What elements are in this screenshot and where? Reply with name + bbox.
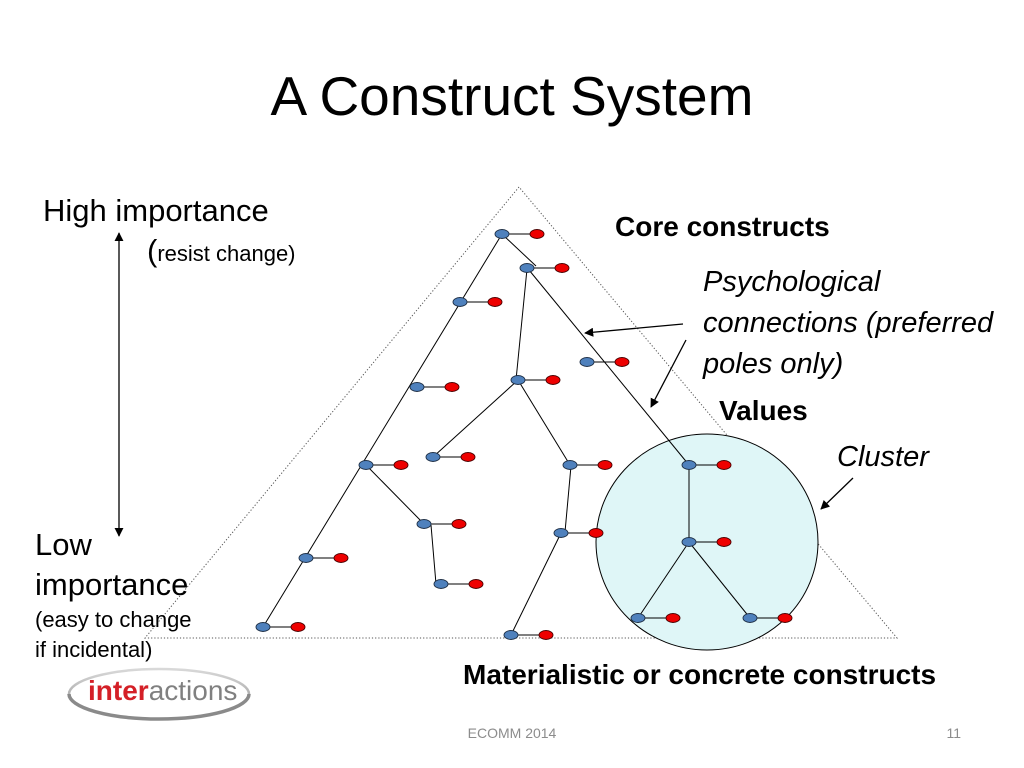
- logo-actions-text: actions: [148, 675, 238, 706]
- construct-node: [510, 375, 561, 385]
- construct-pole-blue: [553, 528, 569, 538]
- construct-pole-blue: [510, 375, 526, 385]
- construct-pole-red: [290, 622, 306, 632]
- construct-pole-red: [393, 460, 409, 470]
- construct-pole-blue: [452, 297, 468, 307]
- construct-node: [433, 579, 484, 589]
- construct-pole-blue: [579, 357, 595, 367]
- construct-pole-red: [460, 452, 476, 462]
- construct-pole-red: [333, 553, 349, 563]
- easy-to-change-label: (easy to change: [35, 607, 192, 632]
- construct-tree: [255, 229, 793, 640]
- cluster-label: Cluster: [837, 441, 929, 473]
- construct-pole-red: [665, 613, 681, 623]
- values-pointer-arrow: [650, 339, 687, 408]
- psychological-connection: [637, 541, 690, 619]
- construct-pole-blue: [562, 460, 578, 470]
- construct-pole-red: [716, 537, 732, 547]
- core-constructs-label: Core constructs: [615, 211, 830, 242]
- construct-pole-blue: [358, 460, 374, 470]
- open-paren: (: [147, 233, 158, 268]
- psychological-connection: [502, 234, 537, 267]
- construct-pole-blue: [503, 630, 519, 640]
- construct-node: [452, 297, 503, 307]
- construct-pole-blue: [681, 460, 697, 470]
- interactions-logo-swoosh: [67, 667, 251, 721]
- materialistic-constructs-label: Materialistic or concrete constructs: [463, 659, 937, 690]
- construct-node: [409, 382, 460, 392]
- psychological-connections-label-line: Psychological: [703, 266, 881, 298]
- construct-pole-blue: [255, 622, 271, 632]
- construct-pole-red: [545, 375, 561, 385]
- construct-node: [298, 553, 349, 563]
- construct-triangle: [143, 186, 899, 639]
- construct-node: [630, 613, 681, 623]
- construct-node: [681, 537, 732, 547]
- psychological-connection: [262, 233, 503, 628]
- psychological-connection: [517, 379, 571, 466]
- construct-pole-blue: [298, 553, 314, 563]
- low-label: Low: [35, 527, 92, 562]
- construct-node: [416, 519, 467, 529]
- construct-pole-red: [588, 528, 604, 538]
- construct-pole-blue: [742, 613, 758, 623]
- values-label: Values: [719, 395, 808, 426]
- construct-pole-blue: [425, 452, 441, 462]
- psychological-connection: [430, 524, 437, 585]
- construct-pole-blue: [630, 613, 646, 623]
- psychological-connection: [564, 465, 572, 533]
- psychological-connection: [432, 379, 519, 458]
- construct-node: [562, 460, 613, 470]
- connections-pointer-arrow: [584, 323, 684, 337]
- construct-pole-blue: [409, 382, 425, 392]
- construct-pole-red: [538, 630, 554, 640]
- construct-pole-red: [487, 297, 503, 307]
- psychological-connection: [510, 532, 562, 636]
- construct-node: [425, 452, 476, 462]
- construct-pole-red: [468, 579, 484, 589]
- low-importance-label: importance: [35, 567, 189, 602]
- construct-node: [681, 460, 732, 470]
- construct-pole-red: [451, 519, 467, 529]
- slide-title: A Construct System: [270, 65, 754, 127]
- construct-node: [553, 528, 604, 538]
- psychological-connection: [688, 541, 751, 619]
- psychological-connections-label-line: connections (preferred: [703, 307, 994, 339]
- construct-node: [255, 622, 306, 632]
- construct-node: [358, 460, 409, 470]
- construct-node: [519, 263, 570, 273]
- interactions-logo: interactions: [88, 677, 237, 705]
- construct-pole-red: [529, 229, 545, 239]
- cluster-pointer-arrow: [820, 477, 854, 510]
- construct-pole-red: [614, 357, 630, 367]
- footer-event: ECOMM 2014: [467, 725, 557, 741]
- if-incidental-label: if incidental): [35, 637, 153, 662]
- construct-pole-blue: [416, 519, 432, 529]
- slide-number: 11: [946, 725, 961, 741]
- high-importance-label: High importance: [43, 193, 269, 228]
- construct-pole-blue: [494, 229, 510, 239]
- construct-pole-blue: [519, 263, 535, 273]
- construct-node: [503, 630, 554, 640]
- psychological-connection: [365, 464, 425, 525]
- logo-inter-text: inter: [88, 675, 149, 706]
- construct-pole-red: [716, 460, 732, 470]
- resist-change-label: (resist change): [147, 235, 296, 266]
- psychological-connections-label-line: poles only): [703, 348, 844, 380]
- construct-pole-red: [597, 460, 613, 470]
- construct-node: [742, 613, 793, 623]
- construct-node: [494, 229, 545, 239]
- resist-change-text: resist change): [157, 241, 296, 266]
- construct-node: [579, 357, 630, 367]
- construct-pole-red: [777, 613, 793, 623]
- psychological-connection: [528, 269, 690, 466]
- construct-pole-red: [554, 263, 570, 273]
- construct-pole-red: [444, 382, 460, 392]
- psychological-connection: [515, 268, 528, 381]
- construct-pole-blue: [681, 537, 697, 547]
- construct-pole-blue: [433, 579, 449, 589]
